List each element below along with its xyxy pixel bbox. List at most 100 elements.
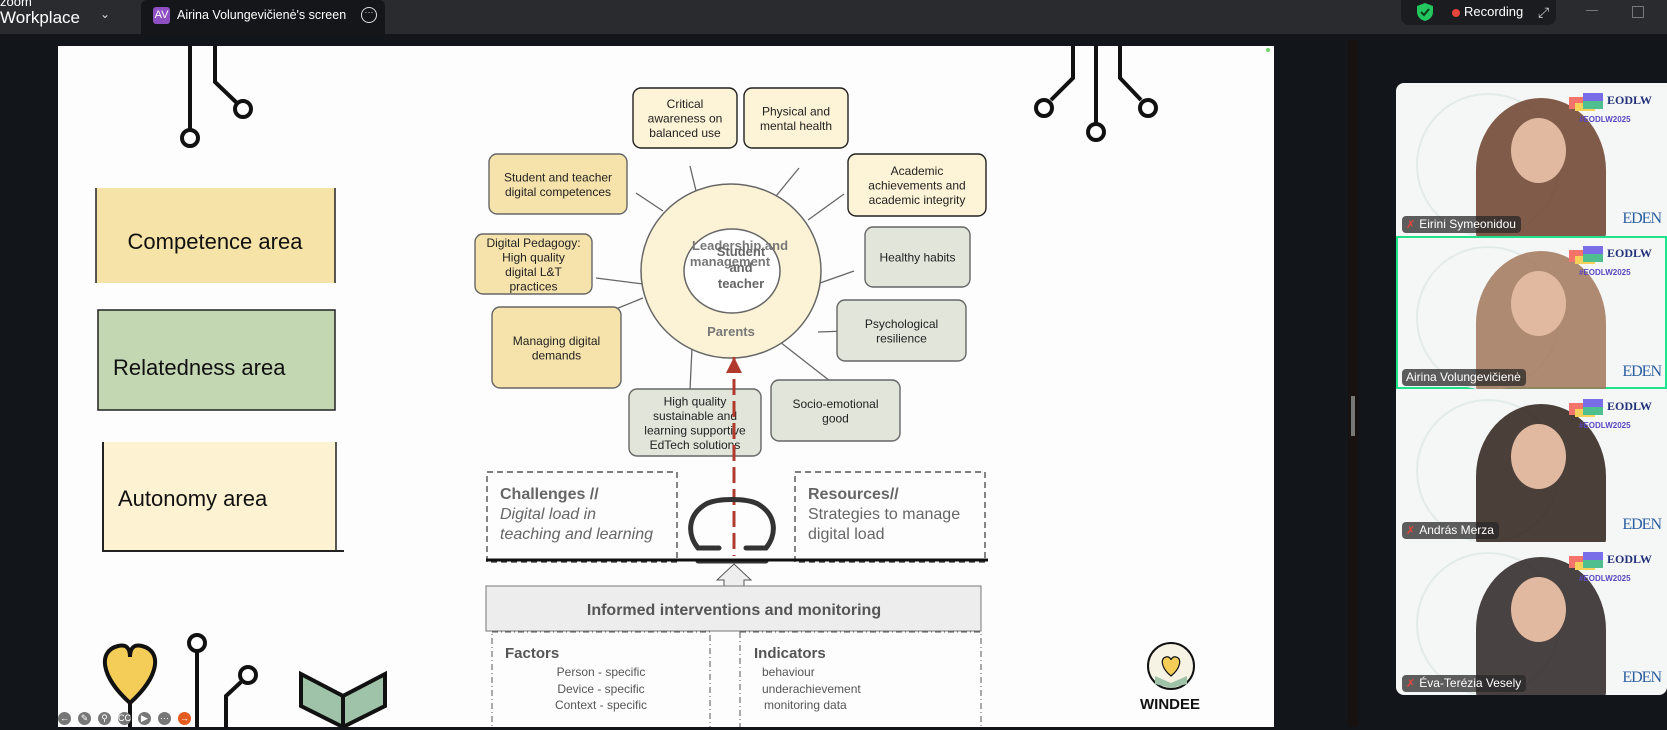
- indicators-box: Indicators behaviour underachievement mo…: [739, 631, 982, 727]
- svg-text:behaviour: behaviour: [762, 665, 815, 679]
- interventions-bar: Informed interventions and monitoring: [485, 585, 982, 632]
- recording-indicator[interactable]: Recording ⤢: [1401, 0, 1556, 25]
- next-slide-icon[interactable]: →: [178, 712, 191, 725]
- camera-icon[interactable]: ▶: [138, 712, 151, 725]
- participant-face: [1511, 118, 1566, 183]
- diagram-box-label: resilience: [876, 331, 927, 345]
- open-book-icon: [299, 670, 387, 727]
- slide-canvas: Competence area Relatedness area Autonom…: [95, 46, 1270, 727]
- avatar: AV: [153, 7, 170, 24]
- eden-logo: EDEN: [1622, 210, 1662, 227]
- ring-label-bottom: Parents: [707, 324, 755, 339]
- factors-box: Factors Person - specific Device - speci…: [491, 631, 711, 727]
- resources-box: Resources// Strategies to manage digital…: [794, 471, 986, 563]
- competence-area-box: Competence area: [95, 188, 336, 283]
- diagram-box-label: good: [822, 411, 849, 425]
- svg-text:Challenges //: Challenges //: [500, 486, 599, 503]
- inner-circle-label: Student and teacher Parents: [707, 244, 766, 339]
- more-options-icon[interactable]: ···: [361, 7, 377, 23]
- participant-name: ✗András Merza: [1402, 522, 1499, 539]
- diagram-box-label: Physical and: [762, 104, 830, 118]
- circuit-decoration-icon: [180, 46, 253, 148]
- challenges-box: Challenges // Digital load in teaching a…: [486, 471, 678, 563]
- slide-controls: ← ✎ ⚲ CC ▶ ··· →: [58, 712, 198, 727]
- diagram-box-label: digital competences: [505, 185, 611, 199]
- diagram-box-label: demands: [532, 348, 581, 362]
- svg-text:Device - specific: Device - specific: [557, 682, 644, 696]
- diagram-box-label: learning supportive: [644, 423, 746, 437]
- mic-muted-icon: ✗: [1406, 525, 1416, 537]
- diagram-box-label: sustainable and: [653, 409, 737, 423]
- balance-scale-icon: [688, 497, 776, 564]
- pen-icon[interactable]: ✎: [78, 712, 91, 725]
- autonomy-area-label: Autonomy area: [118, 486, 268, 511]
- svg-text:teacher: teacher: [718, 276, 764, 291]
- diagram-box-label: awareness on: [648, 112, 723, 126]
- fullscreen-icon[interactable]: ⤢: [1538, 4, 1550, 20]
- svg-text:Student: Student: [717, 244, 766, 259]
- hollow-up-arrow-icon: [715, 563, 753, 587]
- status-dot: [1266, 48, 1270, 52]
- ring-label-top-2: management: [690, 254, 771, 269]
- central-ring: Leadership and management: [640, 183, 822, 359]
- circuit-decoration-icon: [1034, 46, 1158, 142]
- diagram-box-label: Managing digital: [513, 334, 600, 348]
- svg-text:Factors: Factors: [505, 645, 559, 662]
- panel-divider[interactable]: [1348, 40, 1358, 727]
- eden-logo: EDEN: [1622, 669, 1662, 686]
- recording-label: Recording: [1464, 4, 1524, 19]
- participant-face: [1511, 271, 1566, 336]
- participant-face: [1511, 577, 1566, 642]
- diagram-box-label: High quality: [502, 250, 565, 264]
- more-icon[interactable]: ···: [158, 712, 171, 725]
- competence-area-label: Competence area: [128, 229, 304, 254]
- svg-text:Person - specific: Person - specific: [557, 665, 646, 679]
- relatedness-area-box: Relatedness area: [97, 309, 336, 411]
- zoom-icon[interactable]: ⚲: [98, 712, 111, 725]
- diagram-box-label: practices: [509, 279, 557, 293]
- svg-text:underachievement: underachievement: [762, 682, 861, 696]
- app-logo: zoom Workplace: [0, 0, 80, 26]
- participant-face: [1511, 424, 1566, 489]
- diagram-box-label: digital L&T: [505, 265, 562, 279]
- eodlw-logo: EODLW#EODLW2025: [1569, 399, 1657, 433]
- diagram-box-label: Healthy habits: [879, 251, 955, 265]
- diagram-box-label: balanced use: [649, 126, 721, 140]
- chevron-down-icon[interactable]: ⌄: [100, 7, 111, 21]
- minimize-button[interactable]: [1586, 10, 1598, 11]
- recording-dot-icon: [1452, 9, 1460, 17]
- tab-shared-screen[interactable]: AV Airina Volungevičienė's screen ···: [141, 0, 385, 35]
- diagram-box-label: High quality: [664, 394, 727, 408]
- eden-logo: EDEN: [1622, 516, 1662, 533]
- heart-circuit-icon: [102, 633, 258, 727]
- svg-text:and: and: [729, 260, 752, 275]
- captions-icon[interactable]: CC: [118, 712, 131, 725]
- ring-label-top-1: Leadership and: [692, 238, 788, 253]
- previous-slide-icon[interactable]: ←: [58, 712, 71, 725]
- participant-name: ✗Eirini Symeonidou: [1402, 216, 1521, 233]
- maximize-button[interactable]: [1632, 6, 1644, 18]
- mic-muted-icon: ✗: [1406, 678, 1416, 690]
- resize-handle[interactable]: [1351, 396, 1355, 436]
- app-name-small: zoom: [0, 0, 32, 9]
- svg-text:Informed interventions and mon: Informed interventions and monitoring: [587, 602, 881, 619]
- security-shield-icon[interactable]: [1417, 3, 1433, 21]
- autonomy-area-box: Autonomy area: [102, 442, 344, 552]
- svg-text:Indicators: Indicators: [754, 645, 826, 662]
- eodlw-logo: EODLW#EODLW2025: [1569, 552, 1657, 586]
- title-bar: zoom Workplace ⌄ AV Airina Volungevičien…: [0, 0, 1667, 35]
- app-name: Workplace: [0, 8, 80, 27]
- diagram-box-label: Student and teacher: [504, 170, 612, 184]
